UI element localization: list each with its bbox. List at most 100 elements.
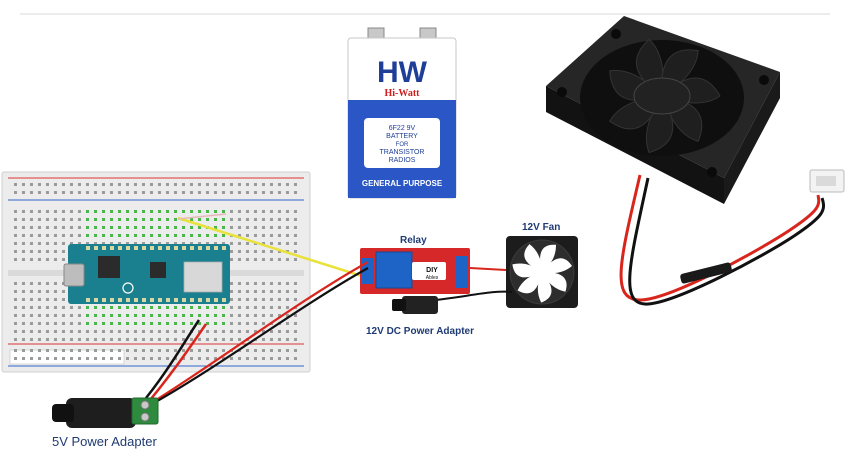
breadboard-hole: [198, 191, 201, 194]
breadboard-hole: [238, 290, 241, 293]
breadboard-hole: [278, 330, 281, 333]
breadboard-hole: [158, 322, 161, 325]
breadboard-hole: [174, 338, 177, 341]
breadboard-hole: [86, 242, 89, 245]
breadboard-hole: [126, 210, 129, 213]
breadboard-hole: [142, 218, 145, 221]
dc-jack-12v-barrel: [392, 299, 406, 311]
breadboard-hole: [134, 210, 137, 213]
breadboard-hole: [262, 349, 265, 352]
breadboard-hole: [198, 210, 201, 213]
breadboard-hole: [46, 210, 49, 213]
breadboard-hole: [222, 330, 225, 333]
breadboard-hole: [118, 242, 121, 245]
breadboard-hole: [94, 349, 97, 352]
breadboard-hole: [22, 258, 25, 261]
breadboard-hole: [94, 226, 97, 229]
breadboard-hole: [14, 314, 17, 317]
breadboard-hole: [182, 183, 185, 186]
breadboard-hole: [158, 226, 161, 229]
breadboard-hole: [246, 226, 249, 229]
breadboard-hole: [54, 218, 57, 221]
breadboard-hole: [46, 322, 49, 325]
breadboard-hole: [94, 322, 97, 325]
breadboard-hole: [238, 282, 241, 285]
breadboard-hole: [174, 314, 177, 317]
breadboard-hole: [182, 242, 185, 245]
relay-module: DIY Ables: [360, 248, 470, 294]
breadboard-hole: [22, 322, 25, 325]
breadboard-hole: [190, 314, 193, 317]
breadboard-hole: [22, 210, 25, 213]
breadboard-hole: [102, 234, 105, 237]
arduino-pin: [222, 246, 226, 250]
arduino-pin: [198, 246, 202, 250]
breadboard-hole: [174, 234, 177, 237]
breadboard-hole: [30, 234, 33, 237]
breadboard-hole: [278, 242, 281, 245]
breadboard-hole: [206, 183, 209, 186]
arduino-pin: [102, 298, 106, 302]
breadboard-hole: [230, 298, 233, 301]
breadboard-hole: [222, 349, 225, 352]
breadboard-hole: [182, 306, 185, 309]
breadboard-hole: [254, 282, 257, 285]
breadboard-hole: [230, 338, 233, 341]
breadboard-hole: [126, 314, 129, 317]
breadboard-hole: [38, 226, 41, 229]
breadboard-hole: [230, 290, 233, 293]
breadboard-hole: [86, 226, 89, 229]
breadboard-hole: [246, 322, 249, 325]
breadboard-hole: [222, 357, 225, 360]
breadboard-hole: [142, 330, 145, 333]
breadboard-hole: [126, 349, 129, 352]
breadboard-hole: [150, 314, 153, 317]
breadboard-hole: [62, 210, 65, 213]
breadboard-hole: [102, 357, 105, 360]
breadboard-hole: [94, 314, 97, 317]
breadboard-hole: [270, 210, 273, 213]
breadboard-hole: [62, 330, 65, 333]
breadboard-hole: [38, 290, 41, 293]
arduino-pin: [150, 246, 154, 250]
breadboard-hole: [206, 338, 209, 341]
breadboard-hole: [286, 357, 289, 360]
breadboard-hole: [22, 218, 25, 221]
breadboard-hole: [190, 210, 193, 213]
breadboard-hole: [286, 290, 289, 293]
arduino-pin: [206, 298, 210, 302]
breadboard-hole: [22, 242, 25, 245]
arduino-pin: [190, 298, 194, 302]
breadboard-hole: [30, 290, 33, 293]
breadboard-hole: [190, 218, 193, 221]
breadboard-hole: [110, 226, 113, 229]
breadboard-hole: [38, 306, 41, 309]
breadboard-hole: [110, 218, 113, 221]
breadboard-hole: [14, 282, 17, 285]
breadboard-hole: [54, 258, 57, 261]
breadboard-hole: [182, 314, 185, 317]
breadboard-hole: [118, 306, 121, 309]
breadboard-hole: [134, 314, 137, 317]
breadboard-hole: [46, 349, 49, 352]
breadboard-hole: [294, 290, 297, 293]
breadboard-hole: [246, 349, 249, 352]
breadboard-hole: [30, 330, 33, 333]
breadboard-hole: [46, 282, 49, 285]
breadboard-hole: [30, 349, 33, 352]
dc-adapter-12v-label: 12V DC Power Adapter: [366, 326, 474, 337]
breadboard-hole: [262, 210, 265, 213]
breadboard-hole: [102, 226, 105, 229]
breadboard-hole: [134, 226, 137, 229]
breadboard-hole: [86, 322, 89, 325]
breadboard-hole: [294, 349, 297, 352]
breadboard-hole: [142, 210, 145, 213]
breadboard-hole: [206, 218, 209, 221]
breadboard-hole: [238, 250, 241, 253]
fan-frame-right: [724, 72, 780, 204]
breadboard-hole: [110, 306, 113, 309]
battery-model-line-3: FOR: [396, 142, 409, 148]
breadboard-hole: [46, 218, 49, 221]
breadboard-hole: [230, 330, 233, 333]
breadboard-hole: [198, 357, 201, 360]
